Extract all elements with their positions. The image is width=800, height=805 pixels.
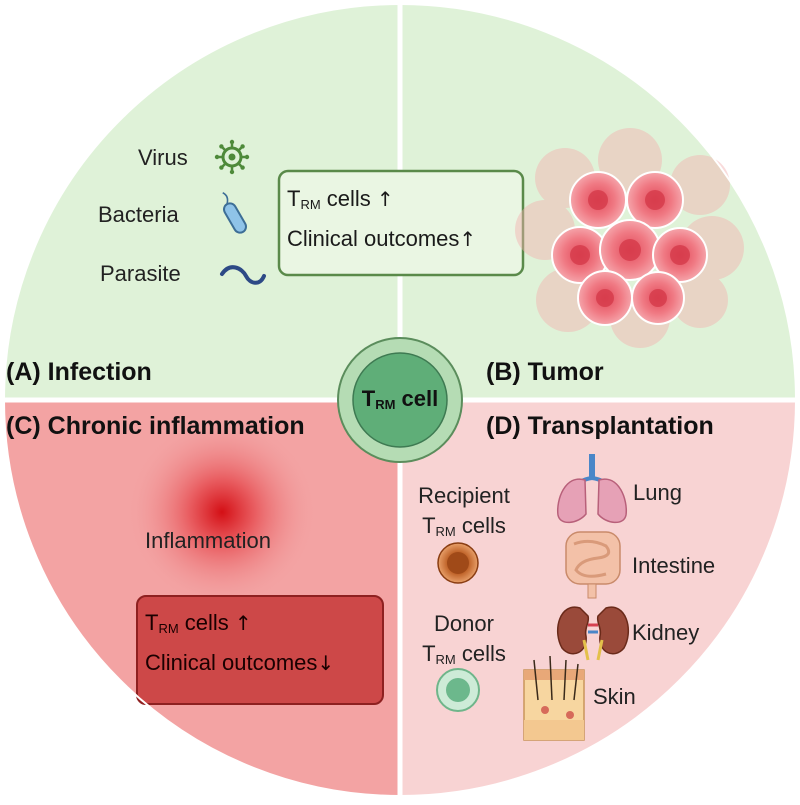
inflammation-label: Inflammation	[145, 528, 271, 553]
down-arrow-icon: ↓	[317, 651, 335, 675]
center-cell-label: TRM cell	[361, 386, 439, 412]
recipient-label: Recipient TRM cells	[418, 483, 510, 539]
donor-label: Donor TRM cells	[422, 611, 506, 667]
kidney-icon	[557, 606, 629, 661]
transplantation-title: (D) Transplantation	[486, 412, 714, 440]
infection-box-line2: Clinical outcomes↑	[287, 226, 477, 251]
chronic-inflammation-title: (C) Chronic inflammation	[6, 412, 305, 440]
infection-title: (A) Infection	[6, 358, 152, 386]
organ-label-lung: Lung	[633, 480, 682, 505]
infection-box-line1: TRM cells ↑	[287, 186, 394, 212]
inflammation-outcome-box: TRM cells ↑ Clinical outcomes↓	[137, 600, 383, 704]
parasite-icon	[220, 265, 266, 285]
center-cell-icon	[337, 337, 463, 463]
recipient-cell-icon	[437, 542, 479, 584]
bacteria-icon	[222, 192, 247, 234]
skin-icon	[523, 655, 585, 741]
inflammation-box-line1: TRM cells ↑	[145, 610, 252, 636]
tumor-cluster	[515, 128, 744, 348]
up-arrow-icon: ↑	[376, 187, 394, 211]
organ-label-skin: Skin	[593, 684, 636, 709]
inflammation-box-line2: Clinical outcomes↓	[145, 650, 335, 675]
inflammation-box-frame	[136, 595, 384, 705]
quadrant-transplantation-bg	[400, 400, 796, 796]
tumor-title: (B) Tumor	[486, 358, 604, 386]
lung-icon	[557, 454, 627, 524]
donor-cell-icon	[436, 668, 480, 712]
up-arrow-icon: ↑	[234, 611, 252, 635]
infection-box-frame	[277, 169, 525, 277]
organ-label-kidney: Kidney	[632, 620, 700, 645]
virus-icon	[214, 139, 250, 175]
pathogen-label-virus: Virus	[138, 145, 188, 170]
inflammation-glow	[127, 417, 317, 607]
infection-outcome-box: TRM cells ↑ Clinical outcomes↑	[279, 176, 523, 276]
intestine-icon	[565, 531, 621, 599]
organ-label-intestine: Intestine	[632, 553, 716, 578]
pathogen-label-bacteria: Bacteria	[98, 202, 179, 227]
up-arrow-icon: ↑	[459, 227, 477, 251]
outer-ring	[3, 3, 797, 797]
pathogen-label-parasite: Parasite	[100, 261, 181, 286]
